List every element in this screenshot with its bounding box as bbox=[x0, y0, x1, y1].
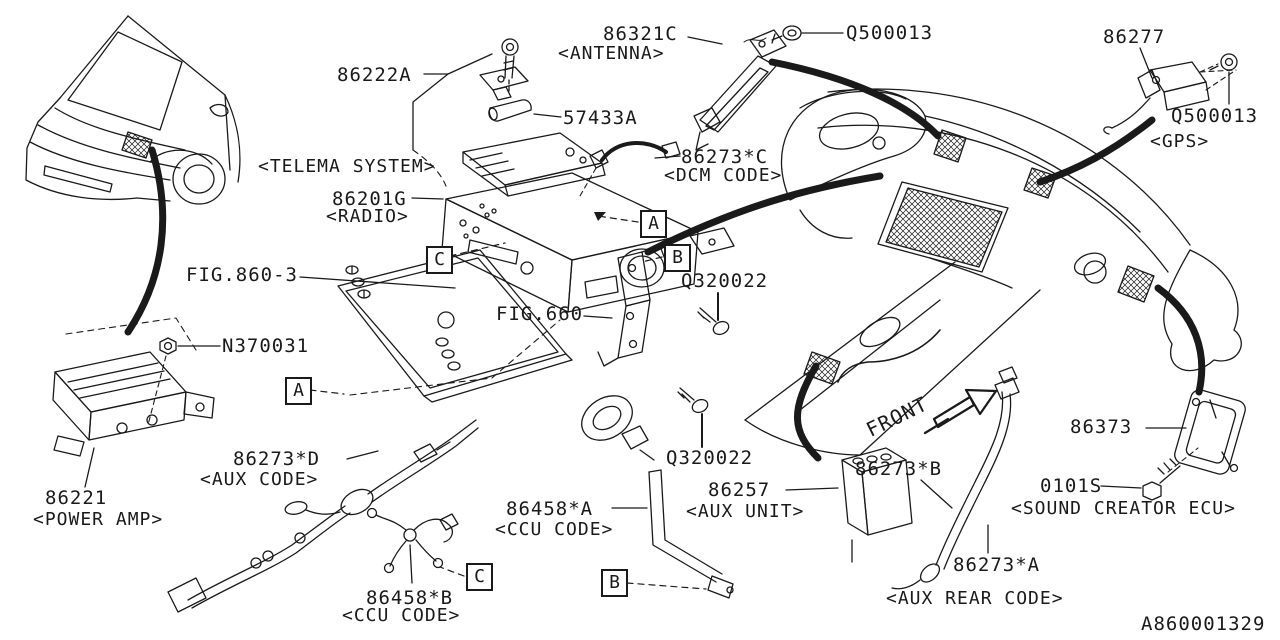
gps-screw-icon bbox=[1209, 53, 1238, 71]
label-aux-unit-caption: <AUX UNIT> bbox=[686, 501, 805, 522]
marker-tether-arrowhead bbox=[594, 212, 606, 221]
radio-unit-illustration bbox=[349, 149, 735, 396]
power-amp-illustration bbox=[52, 317, 215, 488]
car-illustration bbox=[25, 15, 241, 205]
label-dcm-caption: <DCM CODE> bbox=[664, 165, 783, 186]
label-gps-part-no: 86277 bbox=[1103, 26, 1166, 48]
ccu-harness-a-illustration bbox=[581, 395, 734, 599]
car-antenna-location-hatch bbox=[121, 131, 153, 159]
antenna-screw-icon bbox=[771, 25, 802, 44]
label-gps-caption: <GPS> bbox=[1150, 131, 1210, 152]
sound-ecu-bolt-icon bbox=[1142, 458, 1181, 501]
label-screw-lower: Q320022 bbox=[666, 447, 754, 469]
front-arrow bbox=[923, 388, 998, 435]
aux-rear-harness-illustration bbox=[891, 366, 1020, 590]
label-sound-ecu-caption: <SOUND CREATOR ECU> bbox=[1011, 498, 1236, 519]
label-screw-upper: Q320022 bbox=[681, 270, 769, 292]
dashboard-illustration bbox=[744, 88, 1242, 456]
label-power-amp-caption: <POWER AMP> bbox=[33, 509, 164, 530]
label-ccu-a-caption: <CCU CODE> bbox=[495, 519, 614, 540]
label-cushion-part-no: 57433A bbox=[563, 107, 638, 129]
label-aux-unit-part-no: 86257 bbox=[708, 479, 771, 501]
label-fig-660: FIG.660 bbox=[496, 303, 584, 325]
label-radio-caption: <RADIO> bbox=[326, 206, 409, 227]
label-antenna-screw: Q500013 bbox=[846, 22, 934, 44]
bracket-screw-icon bbox=[501, 38, 519, 94]
connector-marker-a-harness: A bbox=[285, 377, 312, 405]
label-aux-b-cord-part-no: 86273*B bbox=[855, 458, 943, 480]
label-aux-rear-part-no: 86273*A bbox=[953, 554, 1041, 576]
label-sound-ecu-bolt: 0101S bbox=[1040, 475, 1103, 497]
connector-marker-b-harness: B bbox=[601, 569, 628, 597]
gps-unit-illustration bbox=[1103, 47, 1238, 135]
label-sound-ecu-part-no: 86373 bbox=[1070, 416, 1133, 438]
label-ccu-b-caption: <CCU CODE> bbox=[342, 605, 461, 626]
q320022-lower-screw-icon bbox=[677, 387, 709, 448]
label-power-amp-part-no: 86221 bbox=[45, 487, 108, 509]
cushion-illustration bbox=[488, 99, 562, 122]
connector-marker-b-radio: B bbox=[664, 244, 691, 272]
label-radio-part-no: 86201G bbox=[332, 188, 407, 210]
connector-marker-c-harness: C bbox=[466, 563, 493, 591]
label-antenna-part-no: 86321C bbox=[603, 23, 678, 45]
label-aux-code-caption: <AUX CODE> bbox=[200, 469, 319, 490]
label-fig-860-3: FIG.860-3 bbox=[186, 264, 298, 286]
antenna-unit-illustration bbox=[687, 25, 844, 151]
label-telema-caption: <TELEMA SYSTEM> bbox=[258, 156, 436, 177]
label-aux-cord-part-no: 86273*D bbox=[233, 448, 321, 470]
nut-icon bbox=[147, 337, 221, 426]
dcm-cord-illustration bbox=[579, 140, 681, 197]
label-dcm-cord-part-no: 86273*C bbox=[681, 146, 769, 168]
aux-unit-illustration bbox=[785, 447, 913, 563]
label-antenna-caption: <ANTENNA> bbox=[558, 43, 665, 64]
sound-ecu-illustration bbox=[1100, 389, 1246, 501]
telema-unit-illustration bbox=[462, 132, 606, 197]
label-nut-part-no: N370031 bbox=[222, 335, 310, 357]
label-ccu-b-part-no: 86458*B bbox=[366, 587, 454, 609]
label-bracket-part-no: 86222A bbox=[337, 64, 412, 86]
marker-tethers bbox=[309, 215, 707, 590]
connector-marker-a-radio: A bbox=[640, 210, 667, 238]
label-aux-rear-caption: <AUX REAR CODE> bbox=[886, 588, 1064, 609]
bracket-illustration bbox=[412, 38, 529, 151]
connector-marker-c-radio: C bbox=[426, 246, 453, 274]
label-gps-screw: Q500013 bbox=[1171, 105, 1259, 127]
diagram-code: A860001329 bbox=[1141, 613, 1266, 635]
ccu-harness-b-illustration bbox=[366, 507, 459, 584]
q320022-upper-screw-icon bbox=[697, 292, 730, 336]
label-ccu-a-part-no: 86458*A bbox=[506, 498, 594, 520]
aux-code-harness-illustration bbox=[167, 419, 479, 613]
